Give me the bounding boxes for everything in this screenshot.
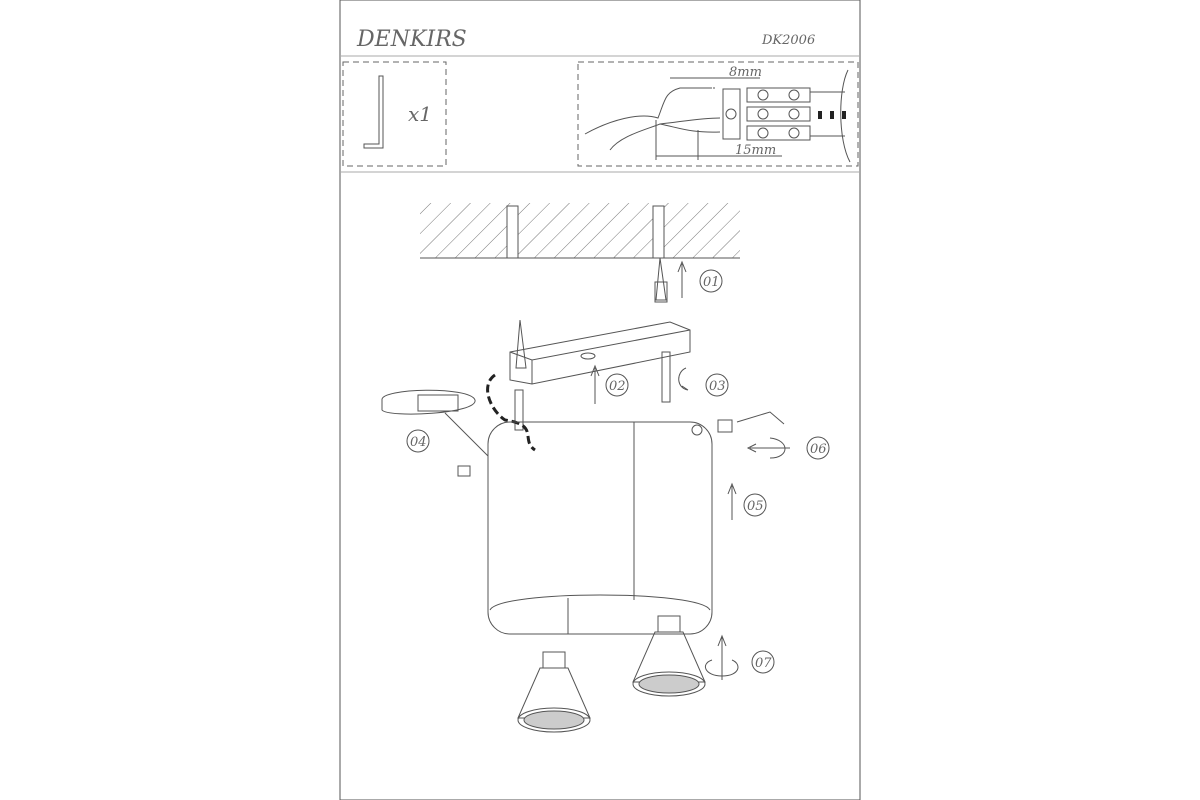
page-border	[339, 0, 861, 800]
model-number: DK2006	[761, 33, 815, 48]
ceiling-illustration	[420, 203, 740, 259]
screw-icon	[514, 389, 524, 431]
step-label-03: 03	[709, 379, 726, 394]
hex-key-icon	[736, 411, 785, 425]
lamp-body	[487, 411, 790, 635]
ground-symbol-icon	[725, 108, 737, 120]
hex-key-quantity: x1	[408, 102, 432, 126]
arrow-up-icon	[590, 364, 600, 404]
step-label-07: 07	[755, 656, 772, 671]
dowel-anchor	[654, 257, 687, 303]
step-label-01: 01	[703, 275, 720, 290]
step-labels: 01 02 03 04 05 06 07	[406, 269, 830, 674]
connector-callout	[381, 389, 489, 477]
step-label-05: 05	[747, 499, 764, 514]
arrow-up-icon	[677, 260, 687, 298]
arrow-up-icon	[727, 482, 737, 520]
gu10-bulb	[632, 615, 706, 697]
hex-key-panel: x1	[342, 61, 447, 167]
gu10-bulb	[517, 651, 591, 733]
mounting-bracket	[486, 319, 691, 452]
screw-icon	[515, 319, 527, 369]
strip-length-label: 8mm	[729, 65, 762, 80]
step-label-06: 06	[810, 442, 827, 457]
rotate-icon	[678, 367, 689, 391]
rotate-icon	[746, 437, 790, 459]
rotate-icon	[704, 634, 739, 680]
screw-icon	[661, 351, 671, 403]
hex-key-icon	[363, 75, 384, 149]
brand-logo: DENKIRS	[356, 27, 467, 52]
step-label-04: 04	[410, 435, 427, 450]
power-cable	[486, 373, 536, 452]
set-screw-icon	[457, 465, 471, 477]
sheath-length-label: 15mm	[735, 143, 776, 158]
set-screw-icon	[717, 419, 733, 433]
wiring-panel: 8mm 15mm	[577, 61, 859, 167]
step-label-02: 02	[609, 379, 626, 394]
